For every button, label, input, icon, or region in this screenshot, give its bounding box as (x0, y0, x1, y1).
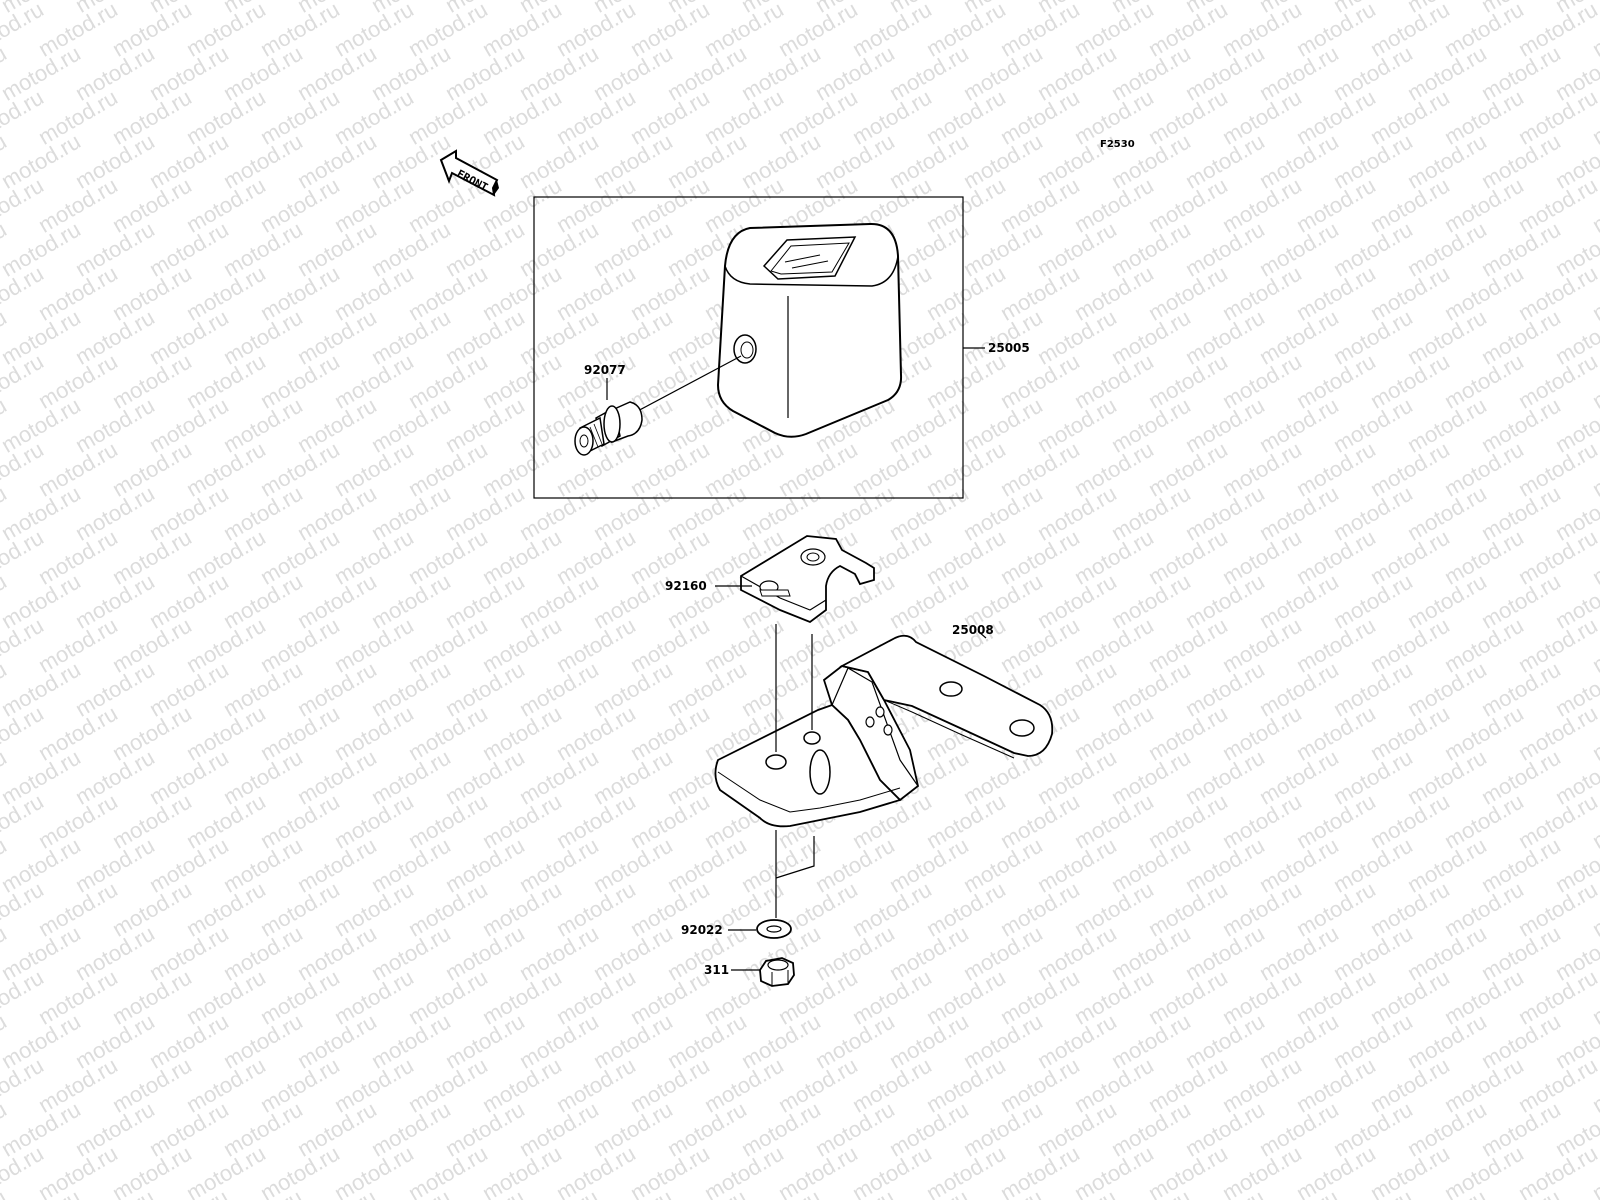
part-label-25005: 25005 (988, 341, 1030, 355)
part-label-311: 311 (704, 963, 729, 977)
assembly-lines (606, 347, 987, 971)
washer-part (756, 919, 792, 939)
part-label-92022: 92022 (681, 923, 723, 937)
part-label-92077: 92077 (584, 363, 626, 377)
meter-body (716, 222, 903, 438)
front-arrow-icon: FRONT (439, 149, 499, 197)
part-label-25008: 25008 (952, 623, 994, 637)
nut-part (759, 957, 795, 987)
bracket-plate (740, 535, 875, 624)
main-bracket (714, 634, 1054, 828)
connector-part (574, 355, 742, 456)
part-label-92160: 92160 (665, 579, 707, 593)
diagram-code: F2530 (1100, 139, 1135, 150)
